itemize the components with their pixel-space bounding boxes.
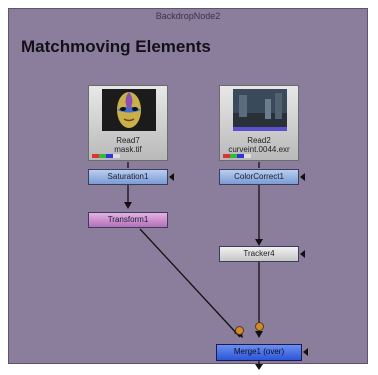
read-node-file: mask.tif [114, 145, 142, 154]
colorcorrect-mask-input-icon[interactable] [300, 173, 305, 181]
tracker-mask-input-icon[interactable] [300, 250, 305, 258]
merge-a-input-dot[interactable] [235, 326, 244, 335]
backdrop-heading: Matchmoving Elements [21, 37, 211, 56]
arrow-saturation-transform [124, 202, 132, 209]
read-node-mask[interactable]: Read7 mask.tif [88, 85, 168, 161]
saturation-node[interactable]: Saturation1 [88, 169, 168, 185]
read-node-label: Read7 [116, 136, 140, 145]
transform-node[interactable]: Transform1 [88, 212, 168, 228]
backdrop-node[interactable]: BackdropNode2 Matchmoving Elements [8, 8, 368, 364]
mask-thumbnail [102, 89, 156, 131]
colorcorrect-node[interactable]: ColorCorrect1 [219, 169, 299, 185]
tracker-node[interactable]: Tracker4 [219, 246, 299, 262]
saturation-node-label: Saturation1 [107, 172, 149, 181]
saturation-mask-input-icon[interactable] [169, 173, 174, 181]
merge-node[interactable]: Merge1 (over) [216, 344, 302, 361]
wire-transform-merge [139, 228, 241, 338]
backdrop-name: BackdropNode2 [155, 11, 221, 21]
read-node-plate[interactable]: Read2 curveint.0044.exr [219, 85, 299, 161]
tracker-node-label: Tracker4 [243, 249, 275, 258]
arrow-merge-output [255, 364, 263, 370]
merge-b-input-dot[interactable] [255, 322, 264, 331]
plate-thumbnail [233, 89, 287, 131]
merge-mask-input-icon[interactable] [303, 348, 308, 356]
merge-node-label: Merge1 (over) [233, 347, 285, 356]
arrow-tracker-merge [255, 331, 263, 338]
read-node-file: curveint.0044.exr [228, 145, 290, 154]
arrow-colorcorrect-tracker [255, 239, 263, 246]
channel-indicator [92, 154, 120, 158]
transform-node-label: Transform1 [107, 215, 149, 224]
read-node-label: Read2 [247, 136, 271, 145]
channel-indicator [223, 154, 251, 158]
colorcorrect-node-label: ColorCorrect1 [234, 172, 284, 181]
